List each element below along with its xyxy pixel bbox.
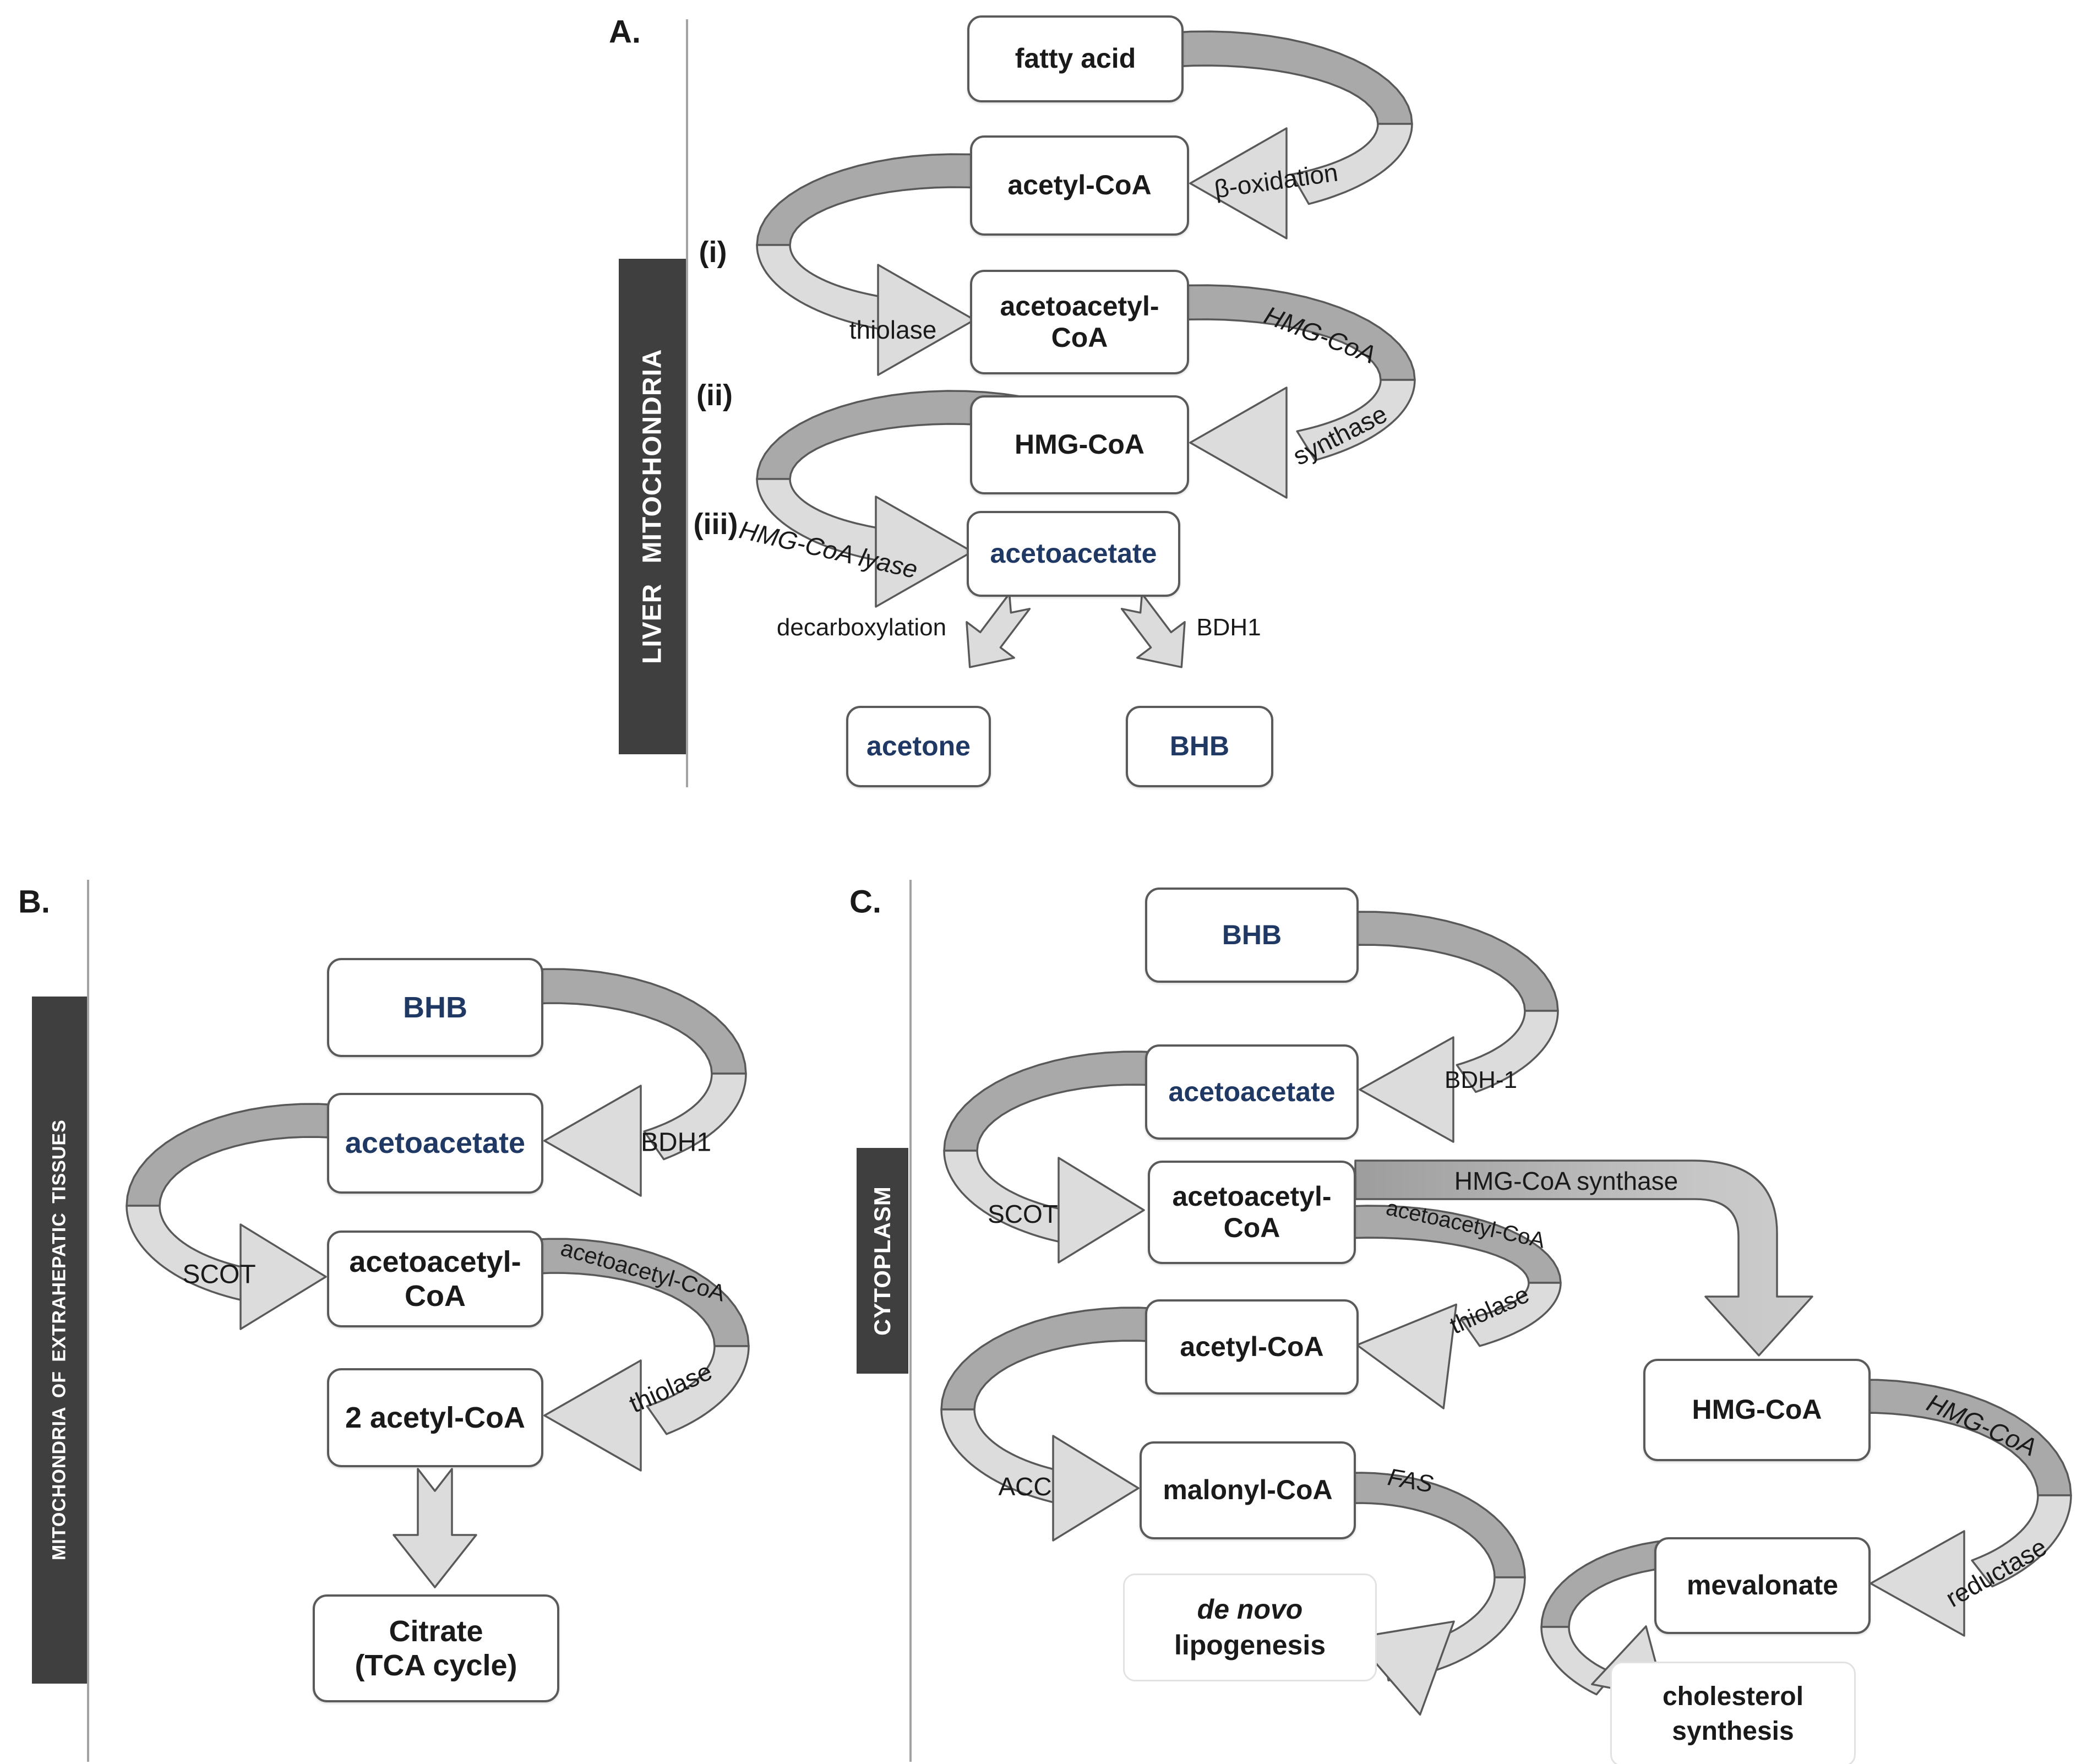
arrow-label-a-thiolase: thiolase [849,315,937,344]
box-a-acetyl-coa: acetyl-CoA [970,135,1189,236]
outcome-cholesterol-synthesis: cholesterol synthesis [1610,1662,1856,1764]
arrow-label-c-scot: SCOT [988,1200,1058,1228]
panel-c-label: C. [849,884,881,920]
panel-c-divider [909,880,912,1762]
box-c-malonyl-coa: malonyl-CoA [1140,1441,1356,1539]
arrow-label-b-scot: SCOT [182,1260,256,1289]
arrow-label-a-bdh1: BDH1 [1196,614,1261,641]
box-b-acetoacetyl-coa: acetoacetyl- CoA [327,1231,543,1327]
outcome-de-novo-lipogenesis: de novo lipogenesis [1123,1574,1377,1681]
step-label-i: (i) [699,236,727,269]
box-a-acetoacetyl-coa: acetoacetyl- CoA [970,270,1189,374]
step-label-iii: (iii) [693,508,738,541]
panel-b-label: B. [18,884,50,920]
sidebar-extrahepatic-tissues: MITOCHONDRIA OF EXTRAHEPATIC TISSUES [32,997,87,1684]
box-c-mevalonate: mevalonate [1654,1537,1871,1634]
box-c-hmg-coa: HMG-CoA [1643,1359,1871,1461]
box-a-acetoacetate: acetoacetate [967,511,1180,597]
box-c-bhb: BHB [1145,888,1359,983]
box-a-fatty-acid: fatty acid [967,15,1184,102]
arrow-label-c-acc: ACC [998,1472,1052,1501]
arrow-label-decarboxylation: decarboxylation [776,614,947,641]
panel-a-divider [686,19,688,787]
box-b-acetoacetate: acetoacetate [327,1093,543,1194]
box-c-acetyl-coa: acetyl-CoA [1145,1299,1359,1395]
box-c-acetoacetate: acetoacetate [1145,1044,1359,1140]
arrow-label-c-bdh1: BDH-1 [1444,1066,1518,1093]
sidebar-liver-mitochondria: LIVER MITOCHONDRIA [619,259,686,754]
outcome-lipogenesis-line: lipogenesis [1174,1630,1326,1660]
arrow-label-c-hmg-coa-synthase: HMG-CoA synthase [1454,1167,1678,1195]
box-c-acetoacetyl-coa: acetoacetyl- CoA [1148,1161,1356,1264]
box-a-acetone: acetone [846,706,991,787]
box-a-hmg-coa: HMG-CoA [970,395,1189,494]
outcome-de-novo-line: de novo [1197,1594,1303,1625]
sidebar-cytoplasm: CYTOPLASM [857,1148,908,1374]
box-a-bhb: BHB [1126,706,1273,787]
arrow-label-b-bdh1: BDH1 [640,1128,712,1157]
box-b-citrate-tca: Citrate (TCA cycle) [313,1594,559,1702]
panel-a-label: A. [609,14,641,50]
step-label-ii: (ii) [696,379,733,412]
box-b-two-acetyl-coa: 2 acetyl-CoA [327,1368,543,1467]
panel-b-divider [87,880,89,1762]
box-b-bhb: BHB [327,958,543,1057]
